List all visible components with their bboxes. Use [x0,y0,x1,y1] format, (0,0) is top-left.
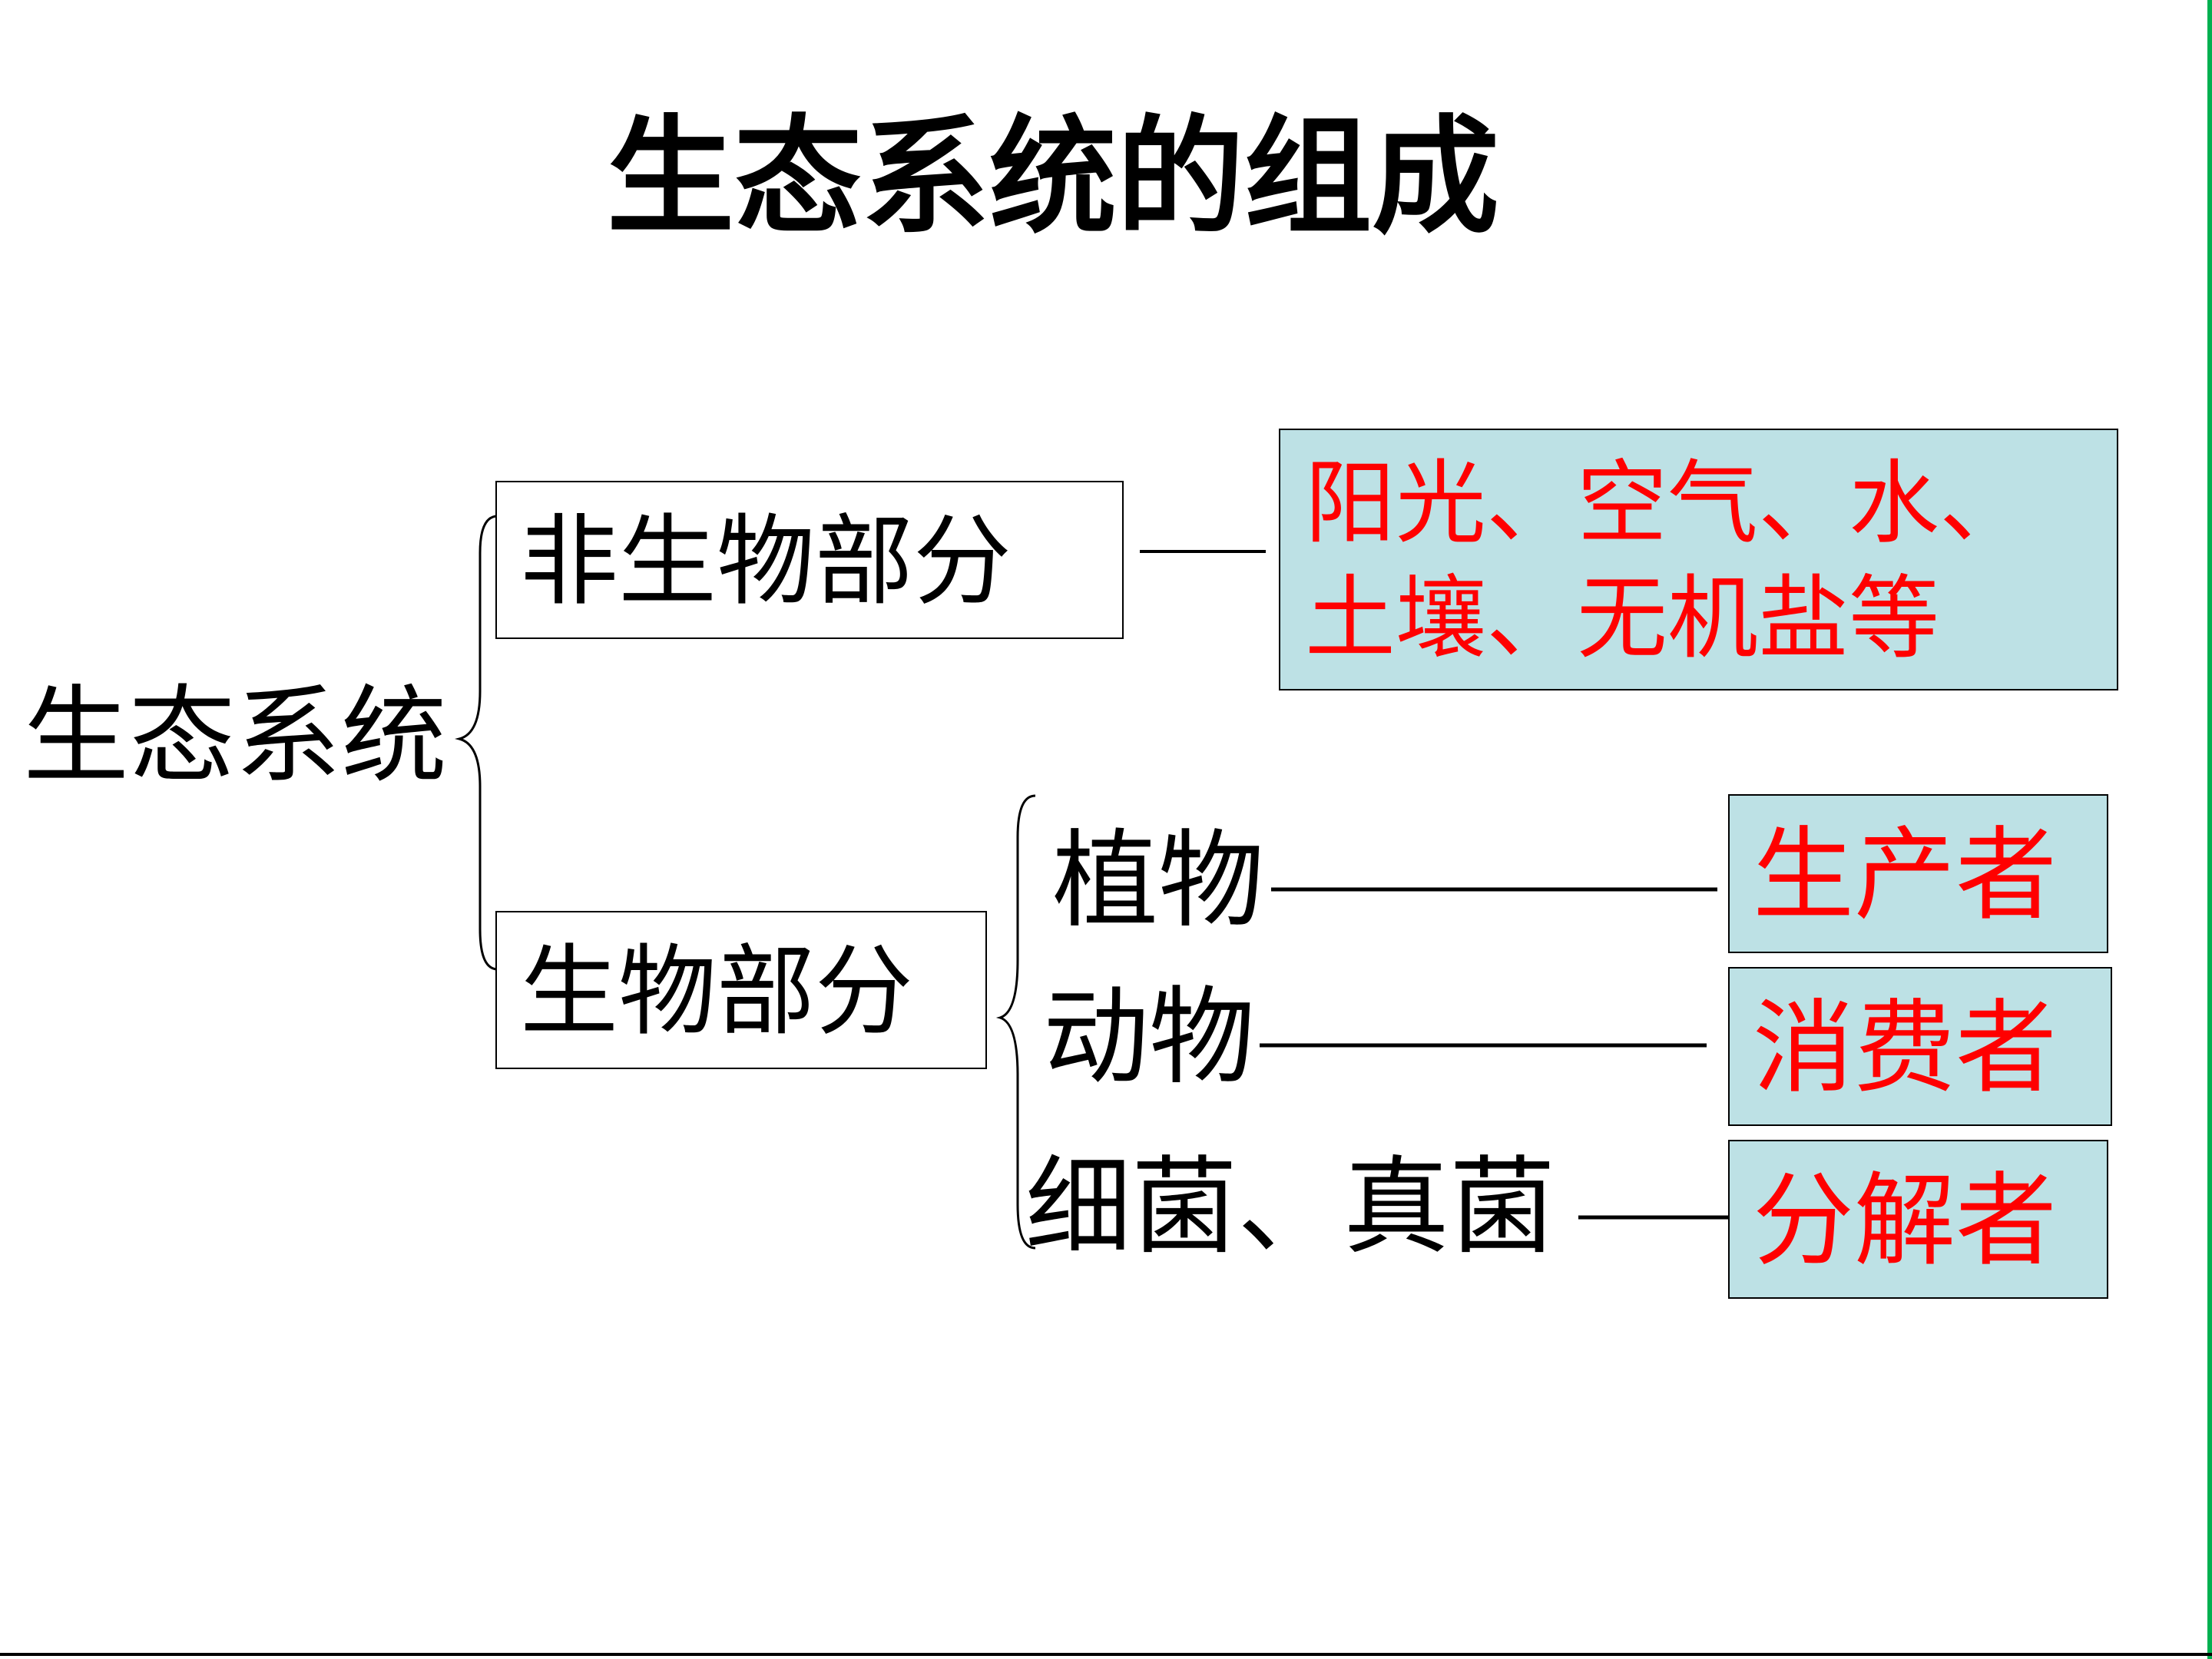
biotic-box: 生物部分 [495,911,987,1069]
abiotic-box: 非生物部分 [495,481,1124,639]
root-label: 生态系统 [23,674,448,798]
abiotic-items-line-1: 阳光、空气、水、 [1305,450,2031,556]
main-brace [455,515,498,971]
organism-label-animal: 动物 [1043,975,1256,1099]
abiotic-items-line-2: 土壤、无机盐等 [1305,565,1940,671]
role-label-producer: 生产者 [1753,816,2057,935]
organism-label-plant: 植物 [1052,819,1265,942]
bottom-border [0,1653,2212,1656]
role-box-consumer: 消费者 [1728,967,2112,1126]
biotic-label: 生物部分 [520,935,914,1049]
abiotic-answer-box: 阳光、空气、水、 土壤、无机盐等 [1279,429,2118,690]
right-edge-strip [2207,0,2212,1659]
role-label-consumer: 消费者 [1753,989,2057,1108]
slide-title: 生态系统的组成 [607,102,1499,252]
role-box-decomposer: 分解者 [1728,1140,2108,1299]
role-box-producer: 生产者 [1728,794,2108,953]
abiotic-label: 非生物部分 [520,505,1012,619]
organism-label-microbe: 细菌、真菌 [1025,1145,1556,1269]
role-label-decomposer: 分解者 [1753,1162,2057,1280]
